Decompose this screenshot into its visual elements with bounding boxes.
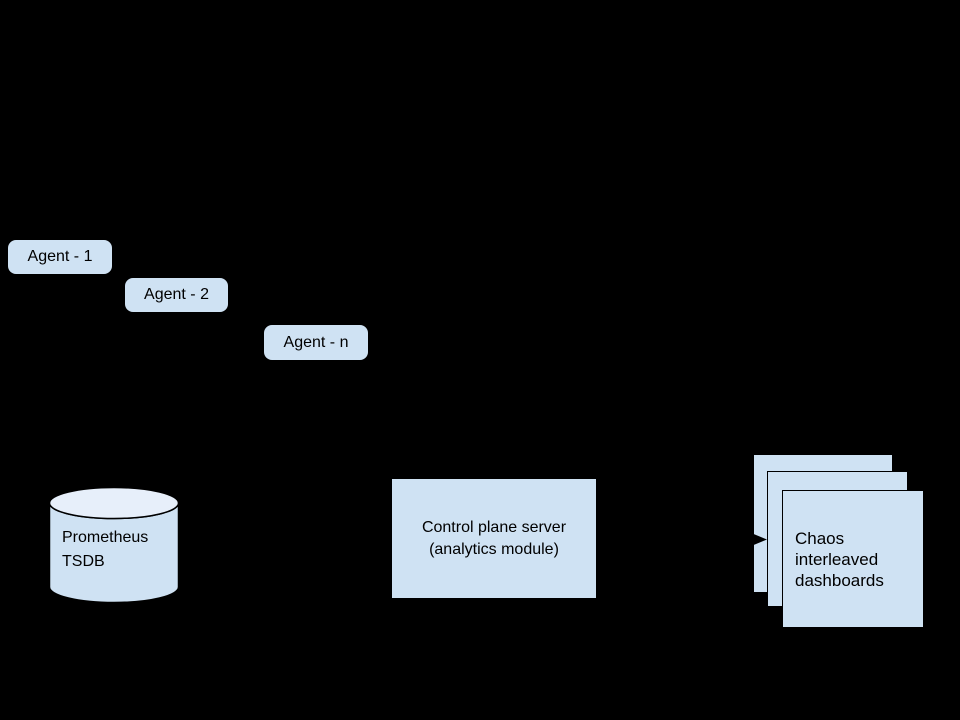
database-label: Prometheus TSDB [62, 526, 148, 574]
agent-n-label: Agent - n [283, 333, 349, 351]
arrowhead-icon [750, 532, 767, 547]
agent-1-node: Agent - 1 [8, 240, 112, 274]
arrowhead-shape [750, 532, 767, 547]
dashboards-label-line2: interleaved [795, 549, 879, 569]
agent-n-node: Agent - n [264, 325, 368, 360]
database-cylinder-icon [48, 486, 180, 604]
database-label-line1: Prometheus [62, 529, 149, 546]
control-plane-label-line2: (analytics module) [429, 540, 559, 558]
control-plane-server-node: Control plane server (analytics module) [392, 479, 596, 598]
database-label-line2: TSDB [62, 553, 105, 570]
agent-1-label: Agent - 1 [27, 248, 93, 265]
agent-2-label: Agent - 2 [144, 286, 209, 303]
dashboards-label-line1: Chaos [795, 528, 845, 548]
cylinder-top [48, 486, 180, 520]
dashboards-label-line3: dashboards [795, 570, 884, 590]
prometheus-tsdb-node: Prometheus TSDB [48, 486, 180, 606]
dashboard-card-front: Chaos interleaved dashboards [782, 490, 924, 628]
control-plane-label-line1: Control plane server [421, 518, 567, 536]
agent-2-node: Agent - 2 [125, 278, 228, 312]
